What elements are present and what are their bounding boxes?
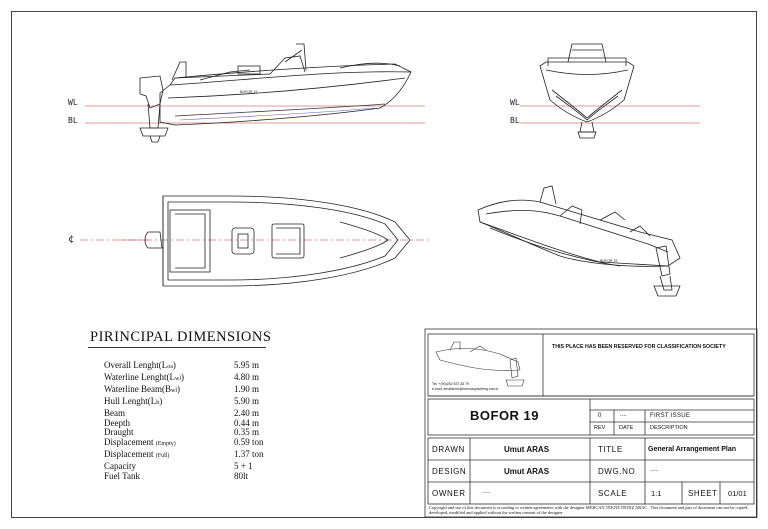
dimension-row: Waterline Lenght(Lwl) 4.80 m xyxy=(104,371,274,385)
dimension-label: Hull Lenght(Lh) xyxy=(104,395,163,406)
dimension-value: 80lt xyxy=(234,471,249,482)
classification-reserved-note: THIS PLACE HAS BEEN RESERVED FOR CLASSIF… xyxy=(552,344,726,350)
title-label: Title xyxy=(598,445,623,454)
owner-label: Owner xyxy=(432,489,466,498)
sheet-label: Sheet xyxy=(688,489,718,498)
design-value: Umut ARAS xyxy=(504,467,550,476)
dimension-row: Deepth 0.44 m xyxy=(104,417,274,429)
sheet-value: 01/01 xyxy=(728,489,747,498)
dimension-row: Displacement (Empty) 0.59 ton xyxy=(104,437,274,450)
rev-description-value: FIRST ISSUE xyxy=(650,413,691,419)
dimension-row: Beam 2.40 m xyxy=(104,407,274,419)
dimension-label: Fuel Tank xyxy=(104,471,140,482)
title-value: General Arrangement Plan xyxy=(648,446,737,453)
bl-label-side: BL xyxy=(68,116,78,125)
rev-date-value: .... xyxy=(620,412,627,418)
dimension-label: Deepth xyxy=(104,417,130,428)
owner-value: .... xyxy=(482,488,490,495)
contact-tel: Tel: +(90)252 537 36 79 xyxy=(432,382,470,386)
dimension-value: 0.59 ton xyxy=(234,437,264,448)
svg-text:BOFOR 19: BOFOR 19 xyxy=(600,259,617,263)
svg-text:BOFOR 19: BOFOR 19 xyxy=(240,90,257,94)
dimension-label: Beam xyxy=(104,407,125,418)
dimension-row: Waterline Beam(Bwl) 1.90 m xyxy=(104,383,274,397)
contact-email: e-mail: emailtemo@mercanyachting.com.tr xyxy=(432,387,499,391)
dimension-value: 0.44 m xyxy=(234,417,260,428)
dimension-value: 2.40 m xyxy=(234,407,260,418)
dimension-value: 5.95 m xyxy=(234,360,260,370)
wl-label-side: WL xyxy=(68,98,78,107)
project-name: BOFOR 19 xyxy=(470,408,540,423)
copyright-note: Copyright and use of this document is ac… xyxy=(429,505,749,515)
principal-dimensions-title: PIRINCIPAL DIMENSIONS xyxy=(90,329,272,345)
wl-label-front: WL xyxy=(510,98,520,107)
sheet-border xyxy=(11,11,757,518)
dimension-value: 1.37 ton xyxy=(234,449,264,460)
rev-value: 0 xyxy=(598,413,602,419)
date-header: DATE xyxy=(619,425,634,431)
dwg-no-label: Dwg.No xyxy=(598,467,636,476)
drawn-label: Drawn xyxy=(432,445,465,454)
dimension-row: Capacity 5 + 1 xyxy=(104,461,274,472)
dimension-row: Overall Lenght(Loa) 5.95 m xyxy=(104,360,274,373)
dimension-label: Capacity xyxy=(104,461,136,472)
dimension-label: Draught xyxy=(104,427,134,438)
dwg-no-value: .... xyxy=(650,466,658,473)
dimension-label: Displacement (Empty) xyxy=(104,437,176,448)
dimension-row: Hull Lenght(Lh) 5.90 m xyxy=(104,395,274,409)
title-block-frame xyxy=(424,328,758,518)
dimension-value: 5 + 1 xyxy=(234,461,253,472)
dimension-label: Overall Lenght(Loa) xyxy=(104,360,176,370)
principal-dimensions-rule xyxy=(88,347,266,348)
dimension-value: 5.90 m xyxy=(234,395,260,406)
dimension-value: 4.80 m xyxy=(234,371,260,382)
front-view xyxy=(520,43,700,139)
dimension-label: Waterline Lenght(Lwl) xyxy=(104,371,184,382)
dimension-label: Waterline Beam(Bwl) xyxy=(104,383,180,394)
dimension-label: Displacement (Full) xyxy=(104,449,170,460)
bl-label-front: BL xyxy=(510,116,520,125)
isometric-view: BOFOR 19 xyxy=(477,185,681,297)
logo-thumbnail xyxy=(435,341,525,387)
side-profile-view: BOFOR 19 xyxy=(85,43,425,143)
plan-view xyxy=(80,195,430,287)
centerline-label: ¢ xyxy=(68,234,75,245)
dimension-value: 1.90 m xyxy=(234,383,260,394)
dimension-row: Displacement (Full) 1.37 ton xyxy=(104,449,274,462)
dimension-row: Draught 0.35 m xyxy=(104,427,274,438)
design-label: Design xyxy=(432,467,467,476)
scale-label: Scale xyxy=(598,489,628,498)
rev-header: REV xyxy=(594,425,606,431)
description-header: DESCRIPTION xyxy=(650,425,688,431)
scale-value: 1:1 xyxy=(651,489,662,498)
drawn-value: Umut ARAS xyxy=(504,445,550,454)
dimension-row: Fuel Tank 80lt xyxy=(104,471,274,482)
dimension-value: 0.35 m xyxy=(234,427,260,438)
